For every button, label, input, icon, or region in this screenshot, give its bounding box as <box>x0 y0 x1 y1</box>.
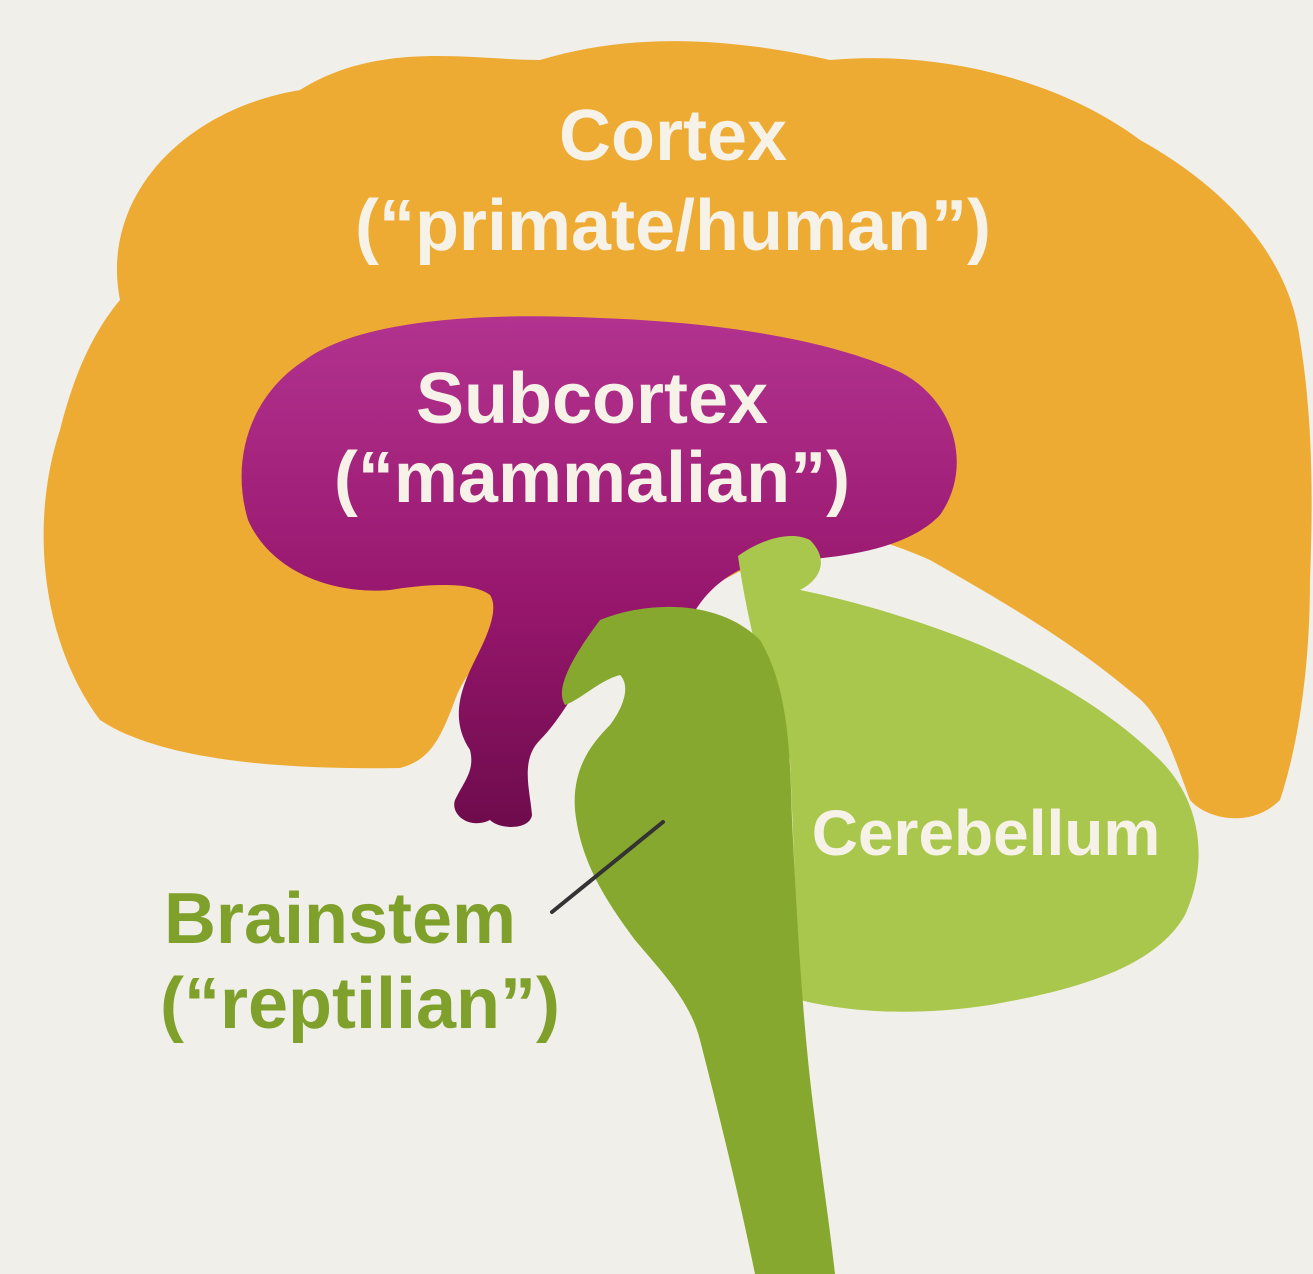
subcortex-title: Subcortex <box>416 359 768 439</box>
brainstem-title: Brainstem <box>164 879 516 959</box>
cerebellum-title: Cerebellum <box>812 797 1161 869</box>
subcortex-subtitle: (“mammalian”) <box>334 438 850 518</box>
brainstem-subtitle: (“reptilian”) <box>160 964 560 1044</box>
cortex-title: Cortex <box>559 96 787 176</box>
cortex-subtitle: (“primate/human”) <box>355 186 991 266</box>
